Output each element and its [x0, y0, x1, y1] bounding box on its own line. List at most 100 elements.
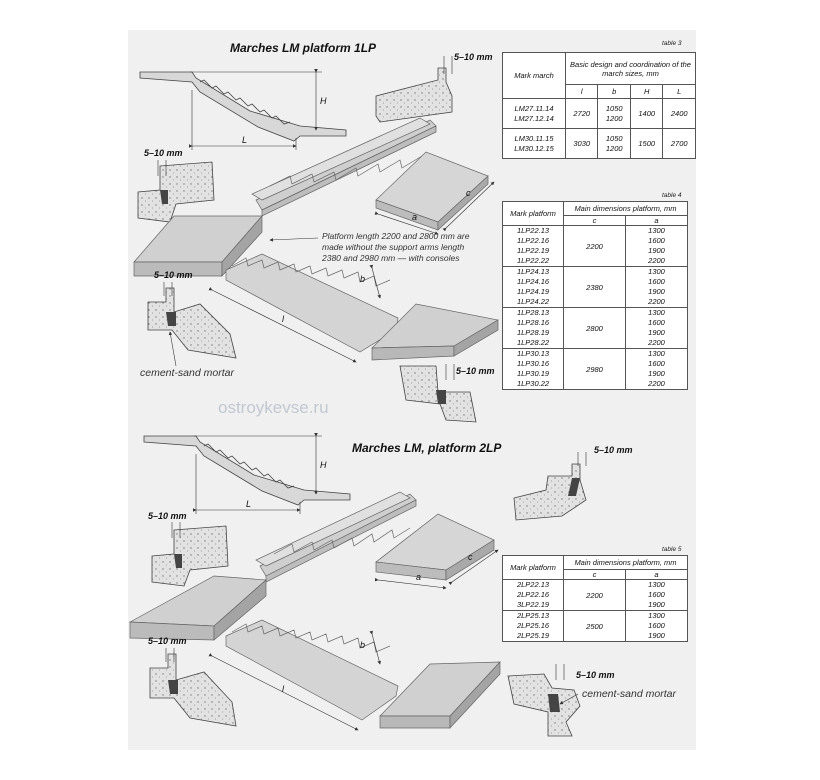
- table4-mark-header: Mark platform: [502, 201, 564, 226]
- table5-marks: 2LP22.13 2LP22.16 3LP22.19: [502, 579, 564, 611]
- table3: Mark march Basic design and coordination…: [502, 52, 696, 159]
- support-detail-lower-right-1: [399, 364, 477, 423]
- table-row: 1LP24.13 1LP24.16 1LP24.19 1LP24.22 2380…: [502, 266, 688, 308]
- dimension-a-2: [374, 577, 447, 590]
- platform-isometric-1: [375, 151, 489, 231]
- table3-col-b: b: [597, 84, 631, 99]
- table-row: 1LP22.13 1LP22.16 1LP22.19 1LP22.22 2200…: [502, 225, 688, 267]
- table4-a: 1300 1600 1900 2200: [625, 225, 688, 267]
- table4: Mark platform Main dimensions platform, …: [502, 201, 688, 390]
- table-row: LM30.11.15 LM30.12.15 3030 1050 1200 150…: [502, 128, 696, 159]
- march-elevation-2: [143, 435, 351, 506]
- table4-group-header: Main dimensions platform, mm: [563, 201, 688, 216]
- dimension-L-1: [189, 90, 297, 150]
- gap-label-2b: 5–10 mm: [148, 511, 187, 521]
- march-isometric-1: [251, 117, 437, 217]
- dimension-H-1: [190, 69, 322, 131]
- table5-a: 1300 1600 1900: [625, 610, 688, 642]
- table5-col-a: a: [625, 569, 688, 580]
- table3-b: 1050 1200: [597, 98, 631, 129]
- table3-mark: LM27.11.14 LM27.12.14: [502, 98, 566, 129]
- table4-marks: 1LP22.13 1LP22.16 1LP22.19 1LP22.22: [502, 225, 564, 267]
- table3-group-header: Basic design and coordination of the mar…: [565, 52, 696, 85]
- gap-label-2a: 5–10 mm: [594, 445, 633, 455]
- table4-col-a: a: [625, 215, 688, 226]
- label-L-2: L: [246, 499, 251, 509]
- table3-l: 2720: [564, 98, 599, 129]
- table4-a: 1300 1600 1900 2200: [625, 307, 688, 349]
- label-H-1: H: [320, 96, 327, 106]
- platform-large-1: [133, 215, 263, 277]
- watermark: ostroykevse.ru: [218, 398, 329, 417]
- label-a-2: a: [416, 572, 421, 582]
- gap-label-2c: 5–10 mm: [148, 636, 187, 646]
- support-detail-top-right-2: [513, 452, 587, 521]
- platform-isometric-1b: [371, 303, 499, 361]
- gap-label-1a: 5–10 mm: [454, 52, 493, 62]
- gap-label-1c: 5–10 mm: [154, 270, 193, 280]
- gap-label-1b: 5–10 mm: [144, 148, 183, 158]
- dimension-l-1: [208, 287, 357, 363]
- mortar-label-1: cement-sand mortar: [140, 367, 234, 379]
- section1-title: Marches LM platform 1LP: [230, 41, 377, 55]
- dimension-c-1: [442, 181, 495, 232]
- label-H-2: H: [320, 460, 327, 470]
- table5: Mark platform Main dimensions platform, …: [502, 555, 688, 642]
- table4-c: 2980: [563, 348, 626, 390]
- section2-title: Marches LM, platform 2LP: [352, 441, 502, 455]
- support-detail-lower-left-2: [149, 648, 237, 727]
- note-leader-1: [269, 237, 319, 242]
- table5-mark-header: Mark platform: [502, 555, 564, 580]
- dimension-L-2: [193, 454, 301, 514]
- support-detail-left-2: [151, 522, 229, 587]
- table4-c: 2800: [563, 307, 626, 349]
- label-l-2: l: [282, 684, 285, 694]
- table5-c: 2500: [563, 610, 626, 642]
- table4-marks: 1LP30.13 1LP30.16 1LP30.19 1LP30.22: [502, 348, 564, 390]
- label-a-1: a: [412, 212, 417, 222]
- table4-col-c: c: [563, 215, 626, 226]
- mortar-leader-1: [168, 331, 177, 367]
- platform-isometric-2b: [379, 661, 501, 729]
- mortar-leader-2: [559, 693, 579, 705]
- table5-a: 1300 1600 1900: [625, 579, 688, 611]
- table3-col-L: L: [662, 84, 696, 99]
- label-c-2: c: [468, 552, 473, 562]
- table-row: 2LP25.13 2LP25.16 2LP25.19 2500 1300 160…: [502, 610, 688, 642]
- table5-c: 2200: [563, 579, 626, 611]
- table3-L: 2700: [662, 128, 696, 159]
- support-detail-lower-left-1: [147, 282, 237, 359]
- table3-col-l: l: [564, 84, 599, 99]
- platform-large-2: [128, 575, 267, 641]
- dimension-l-2: [208, 653, 359, 731]
- table3-l: 3030: [564, 128, 599, 159]
- table5-marks: 2LP25.13 2LP25.16 2LP25.19: [502, 610, 564, 642]
- platform-isometric-2: [375, 513, 495, 581]
- label-b-1: b: [360, 274, 365, 284]
- table3-caption: table 3: [662, 40, 682, 47]
- table-row: LM27.11.14 LM27.12.14 2720 1050 1200 140…: [502, 98, 696, 129]
- table4-marks: 1LP28.13 1LP28.16 1LP28.19 1LP28.22: [502, 307, 564, 349]
- table3-H: 1400: [629, 98, 664, 129]
- table4-c: 2200: [563, 225, 626, 267]
- support-detail-left-1: [137, 160, 215, 223]
- table4-caption: table 4: [662, 192, 682, 199]
- march-isometric-2: [255, 491, 417, 583]
- table3-mark: LM30.11.15 LM30.12.15: [502, 128, 566, 159]
- table-row: 1LP30.13 1LP30.16 1LP30.19 1LP30.22 2980…: [502, 348, 688, 390]
- label-c-1: c: [466, 188, 471, 198]
- label-l-1: l: [282, 314, 285, 324]
- gap-label-2d: 5–10 mm: [576, 670, 615, 680]
- table3-col-H: H: [629, 84, 664, 99]
- table3-H: 1500: [629, 128, 664, 159]
- gap-label-1d: 5–10 mm: [456, 366, 495, 376]
- table3-mark-header: Mark march: [502, 52, 566, 99]
- table-row: 1LP28.13 1LP28.16 1LP28.19 1LP28.22 2800…: [502, 307, 688, 349]
- dimension-H-2: [194, 433, 322, 495]
- dimension-b-1: [369, 264, 381, 299]
- table5-group-header: Main dimensions platform, mm: [563, 555, 688, 570]
- table4-marks: 1LP24.13 1LP24.16 1LP24.19 1LP24.22: [502, 266, 564, 308]
- label-b-2: b: [360, 640, 365, 650]
